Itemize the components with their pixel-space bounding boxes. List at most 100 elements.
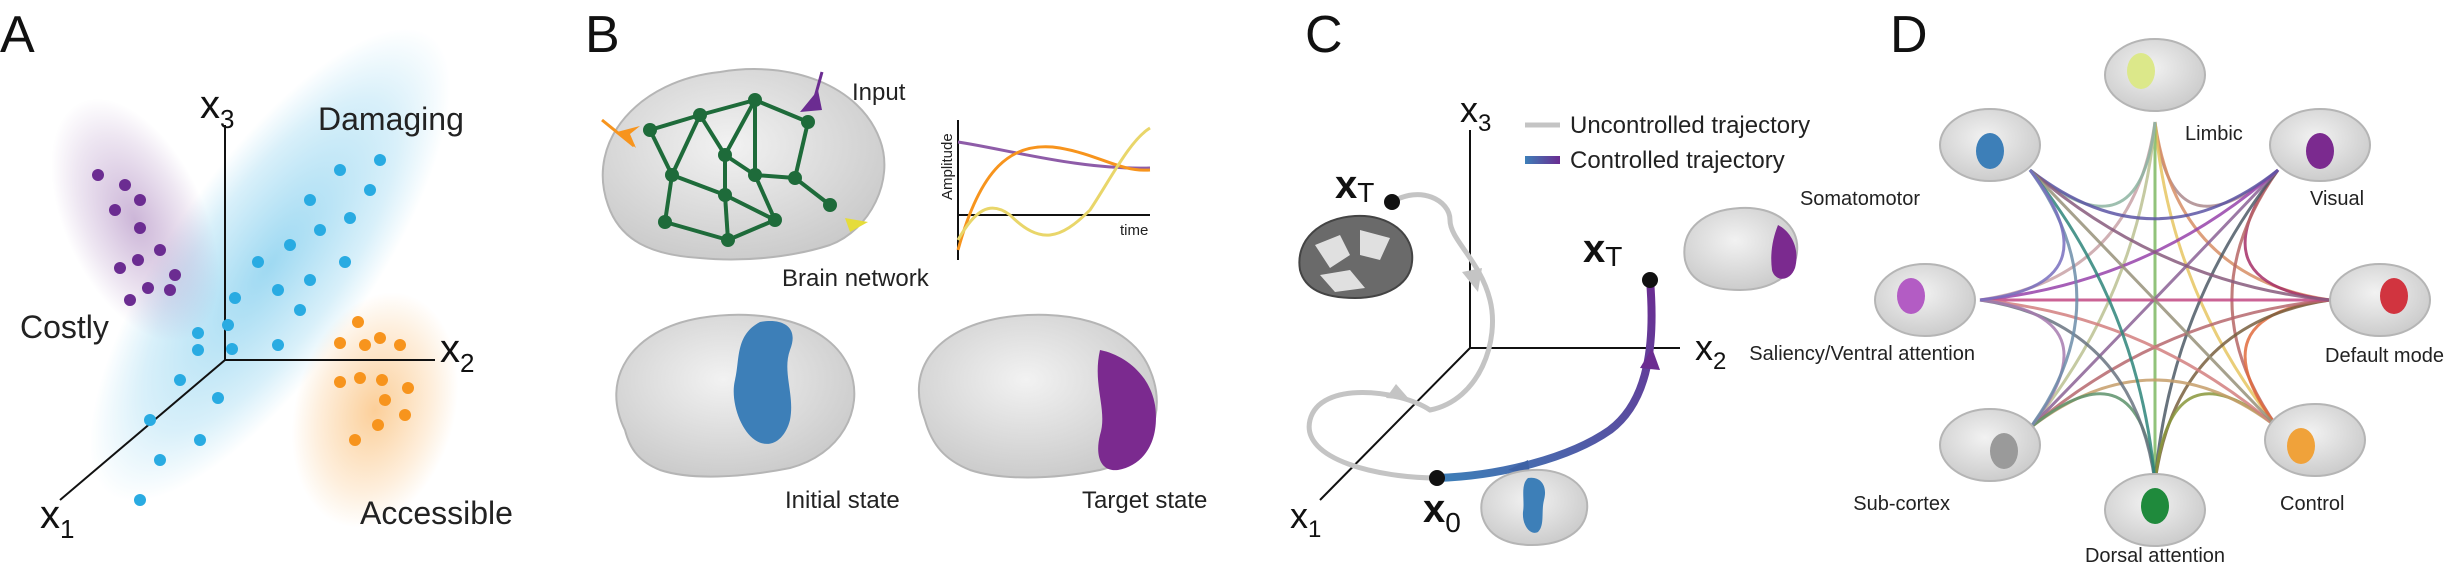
network-edge: [724, 193, 776, 222]
network-node: [693, 108, 707, 122]
controlled-trajectory: [1436, 279, 1656, 482]
system-region-highlight: [2380, 278, 2408, 314]
accessible-point: [334, 376, 346, 388]
costly-point: [132, 254, 144, 266]
system-label: Default mode: [2325, 345, 2444, 367]
panel-a-letter: A: [0, 6, 35, 64]
system-label: Sub-cortex: [1853, 493, 1950, 515]
damaging-point: [284, 239, 296, 251]
panel-b-letter: B: [585, 6, 620, 64]
network-edge: [723, 99, 757, 156]
network-edge: [664, 220, 729, 242]
network-node: [748, 93, 762, 107]
system-connection-edge: [1979, 168, 2279, 302]
damaging-point: [226, 343, 238, 355]
network-edge: [648, 129, 674, 176]
xT-label-b: xT: [1583, 227, 1622, 272]
controlled-target-brain: [1683, 206, 1799, 292]
yellow-input-curve: [956, 126, 1151, 241]
system-connection-edge: [2153, 169, 2280, 483]
controlled-target-point: [1642, 272, 1658, 288]
costly-point: [169, 269, 181, 281]
panel-c-letter: C: [1305, 6, 1343, 64]
accessible-points: [334, 316, 414, 446]
network-node: [801, 115, 815, 129]
costly-point: [134, 222, 146, 234]
axis-x2-label: x2: [440, 327, 474, 378]
damaging-point: [339, 256, 351, 268]
costly-point: [154, 244, 166, 256]
accessible-point: [349, 434, 361, 446]
damaging-point: [304, 274, 316, 286]
c-axis-x1-label: x1: [1290, 495, 1321, 543]
panel-c: C x3 x2 x1 Uncontrolled trajectory Contr…: [1290, 6, 1810, 547]
system-brain-thumbnail: [2264, 403, 2366, 477]
accessible-point: [376, 374, 388, 386]
costly-point: [92, 169, 104, 181]
network-edge: [670, 114, 702, 176]
system-brain-thumbnail: [2329, 263, 2431, 337]
network-edge: [754, 98, 809, 124]
network-edge: [793, 121, 810, 179]
network-edge: [727, 218, 776, 242]
damaging-point: [344, 212, 356, 224]
accessible-point: [379, 394, 391, 406]
system-label: Limbic: [2185, 123, 2243, 145]
system-brain-thumbnail: [1874, 263, 1976, 337]
system-region-highlight: [1990, 433, 2018, 469]
costly-point: [114, 262, 126, 274]
system-brain-thumbnail: [1939, 408, 2041, 482]
panel-b: B: [585, 6, 1207, 514]
system-region-highlight: [2287, 428, 2315, 464]
uncontrolled-target-point: [1384, 194, 1400, 210]
controlled-target-region: [1771, 225, 1797, 279]
system-region-highlight: [2306, 133, 2334, 169]
system-connection-edge: [2029, 298, 2331, 430]
network-edge: [671, 173, 726, 197]
costly-point: [119, 179, 131, 191]
input-arrow-orange-shaft: [601, 118, 635, 148]
damaging-point: [304, 194, 316, 206]
damaging-point: [374, 154, 386, 166]
uncontrolled-state-pattern: [1315, 230, 1390, 292]
network-edge: [753, 174, 777, 221]
network-edge: [649, 113, 701, 132]
system-connection-edge: [2028, 121, 2157, 429]
network-node: [721, 233, 735, 247]
input-label: Input: [852, 79, 906, 106]
network-node: [665, 168, 679, 182]
system-connection-edge: [2153, 121, 2280, 429]
accessible-point: [372, 419, 384, 431]
axis-x1-label: x1: [40, 493, 74, 544]
costly-point: [134, 194, 146, 206]
network-edge: [723, 194, 730, 241]
damaging-point: [134, 494, 146, 506]
damaging-point: [314, 224, 326, 236]
damaging-point: [229, 292, 241, 304]
damaging-point: [222, 319, 234, 331]
network-node: [658, 215, 672, 229]
system-label: Control: [2280, 493, 2344, 515]
panel-a: A x3 x2 x1 Damaging Costly Accessible: [0, 6, 513, 544]
network-node: [643, 123, 657, 137]
initial-state-small-region: [1522, 477, 1546, 533]
system-connection-edge: [2028, 169, 2157, 483]
costly-point: [124, 294, 136, 306]
brain-network: [648, 98, 832, 242]
brain-network-label: Brain network: [782, 265, 930, 292]
c-axis-x1: [1319, 347, 1471, 501]
damaging-point: [192, 344, 204, 356]
system-connection-edge: [1979, 169, 2066, 302]
damaging-point: [174, 374, 186, 386]
target-state-brain: [917, 313, 1158, 479]
amplitude-label: Amplitude: [939, 133, 956, 200]
costly-region: [51, 98, 219, 342]
system-region-highlight: [1976, 133, 2004, 169]
costly-label: Costly: [20, 309, 109, 345]
costly-point: [142, 282, 154, 294]
accessible-point: [399, 409, 411, 421]
legend-controlled-label: Controlled trajectory: [1570, 147, 1785, 174]
system-region-highlight: [2127, 53, 2155, 89]
